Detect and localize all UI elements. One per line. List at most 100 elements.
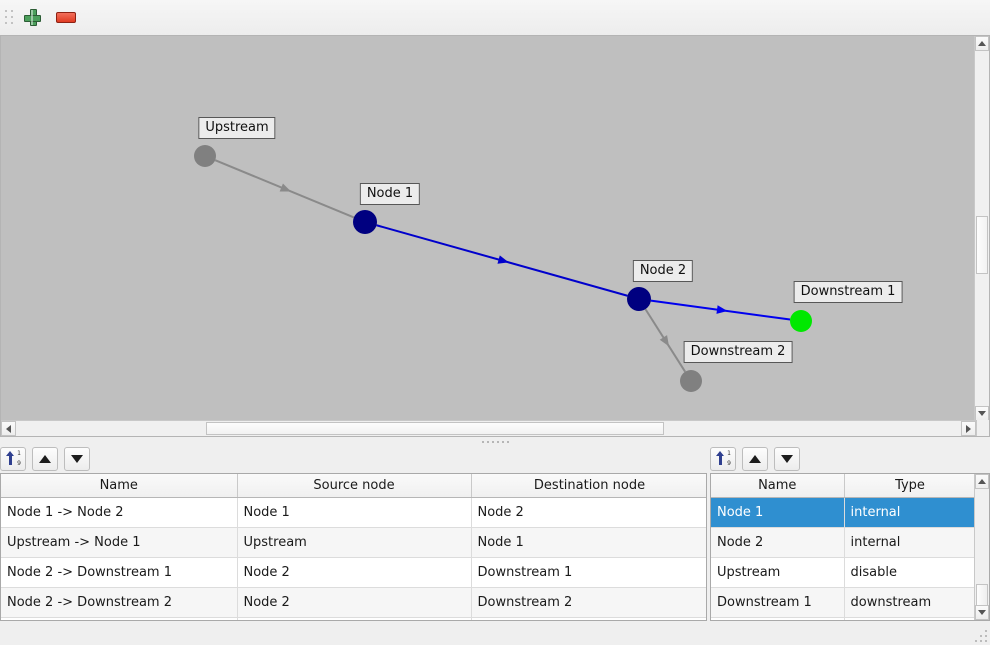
graph-node-node1[interactable] <box>353 210 377 234</box>
status-bar <box>0 623 990 645</box>
graph-node-label-node1[interactable]: Node 1 <box>359 183 421 205</box>
scroll-right-button[interactable] <box>961 421 976 436</box>
edges-table-cell-source[interactable]: Node 2 <box>237 557 472 588</box>
edges-table-cell-source[interactable]: Node 2 <box>237 587 472 618</box>
nodes-table-empty-cell <box>844 617 977 620</box>
toolbar-drag-handle[interactable] <box>4 7 14 29</box>
nodes-table-column-header-0[interactable]: Name <box>711 474 845 498</box>
nodes-table-cell-name[interactable]: Node 1 <box>711 497 845 528</box>
graph-horizontal-scrollbar[interactable] <box>1 420 989 436</box>
edges-table-cell-destination[interactable]: Node 1 <box>471 527 706 558</box>
graph-edge-arrow-node2-downstream1 <box>716 305 728 314</box>
triangle-left-icon <box>6 424 11 433</box>
nodes-scroll-down-button[interactable] <box>975 605 989 620</box>
graph-hscroll-thumb[interactable] <box>206 422 664 435</box>
edges-move-up-button[interactable] <box>32 447 58 471</box>
triangle-down-icon <box>978 411 986 416</box>
edges-table-cell-source[interactable]: Node 1 <box>237 497 472 528</box>
graph-vscroll-thumb[interactable] <box>976 216 988 274</box>
edges-table-cell-name[interactable]: Node 2 -> Downstream 1 <box>1 557 238 588</box>
edges-table-cell-destination[interactable]: Node 2 <box>471 497 706 528</box>
graph-svg[interactable] <box>1 36 975 421</box>
graph-node-label-node2[interactable]: Node 2 <box>632 260 694 282</box>
triangle-up-icon <box>978 479 986 484</box>
plus-icon <box>23 9 41 26</box>
triangle-down-icon <box>978 610 986 615</box>
scroll-left-button[interactable] <box>1 421 16 436</box>
graph-edge-arrow-upstream-node1 <box>279 183 292 192</box>
graph-node-label-downstream1[interactable]: Downstream 1 <box>793 281 903 303</box>
nodes-table-cell-name[interactable]: Downstream 1 <box>711 587 845 618</box>
edges-table-cell-destination[interactable]: Downstream 2 <box>471 587 706 618</box>
edges-table-column-header-2[interactable]: Destination node <box>471 474 706 498</box>
panel-splitter[interactable] <box>0 437 990 447</box>
add-button[interactable] <box>16 3 48 33</box>
nodes-scroll-up-button[interactable] <box>975 474 989 489</box>
nodes-move-up-button[interactable] <box>742 447 768 471</box>
edges-table-empty-cell <box>237 617 472 620</box>
edges-table-cell-destination[interactable]: Downstream 1 <box>471 557 706 588</box>
edges-table-empty-cell <box>471 617 706 620</box>
nodes-table-cell-type[interactable]: internal <box>844 497 977 528</box>
graph-vertical-scrollbar[interactable] <box>974 36 989 421</box>
edges-move-down-button[interactable] <box>64 447 90 471</box>
graph-node-node2[interactable] <box>627 287 651 311</box>
nodes-table-cell-type[interactable]: internal <box>844 527 977 558</box>
edges-table-column-header-1[interactable]: Source node <box>237 474 472 498</box>
triangle-down-icon <box>71 455 83 463</box>
scroll-up-button[interactable] <box>975 36 989 51</box>
edges-table-cell-name[interactable]: Node 1 -> Node 2 <box>1 497 238 528</box>
graph-node-label-upstream[interactable]: Upstream <box>198 117 276 139</box>
nodes-vertical-scrollbar[interactable] <box>974 474 989 620</box>
edges-table-cell-name[interactable]: Upstream -> Node 1 <box>1 527 238 558</box>
window-resize-grip-icon[interactable] <box>975 630 988 643</box>
nodes-table-cell-name[interactable]: Node 2 <box>711 527 845 558</box>
graph-node-downstream1[interactable] <box>790 310 812 332</box>
nodes-table-cell-type[interactable]: disable <box>844 557 977 588</box>
main-toolbar <box>0 0 990 36</box>
remove-button[interactable] <box>50 3 82 33</box>
graph-node-upstream[interactable] <box>194 145 216 167</box>
edges-table-cell-source[interactable]: Upstream <box>237 527 472 558</box>
graph-node-label-downstream2[interactable]: Downstream 2 <box>683 341 793 363</box>
triangle-down-icon <box>781 455 793 463</box>
nodes-table-empty-row <box>711 617 977 620</box>
nodes-table-cell-name[interactable]: Upstream <box>711 557 845 588</box>
nodes-table-column-header-1[interactable]: Type <box>844 474 977 498</box>
minus-icon <box>56 12 76 23</box>
scroll-down-button[interactable] <box>975 406 989 421</box>
triangle-up-icon <box>749 455 761 463</box>
edges-table-cell-name[interactable]: Node 2 -> Downstream 2 <box>1 587 238 618</box>
graph-node-downstream2[interactable] <box>680 370 702 392</box>
nodes-move-down-button[interactable] <box>774 447 800 471</box>
nodes-table-cell-type[interactable]: downstream <box>844 587 977 618</box>
triangle-right-icon <box>966 424 971 433</box>
edges-table-column-header-0[interactable]: Name <box>1 474 238 498</box>
